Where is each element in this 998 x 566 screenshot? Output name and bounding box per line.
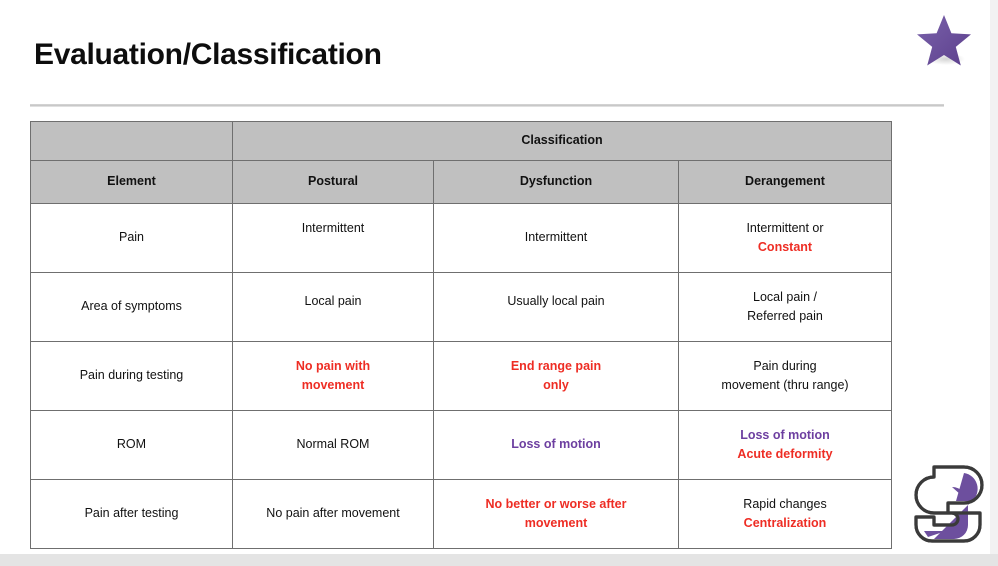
cell-derangement: Local pain / Referred pain [678,272,892,342]
cell-postural: Normal ROM [232,410,434,480]
cell-element: Pain after testing [30,479,233,549]
column-header-dysfunction: Dysfunction [433,160,679,204]
cell-line: Centralization [743,516,827,530]
cell-text-block: Usually local pain [438,292,674,311]
cell-line: movement [524,516,588,530]
title-divider [30,104,944,107]
cell-line: Loss of motion [511,437,601,452]
cell-dysfunction: Usually local pain [433,267,679,337]
cell-line: Pain during [753,358,817,373]
cell-text-block: Local pain / Referred pain [683,288,887,327]
cell-line: Acute deformity [737,447,833,461]
cell-dysfunction: Intermittent [433,203,679,273]
cell-line: movement (thru range) [721,378,849,392]
cell-line: Intermittent or [746,220,824,235]
table-row: Pain during testing No pain with movement E… [30,341,892,411]
cell-dysfunction: Loss of motion [433,410,679,480]
cell-dysfunction: No better or worse after movement [433,479,679,549]
group-header-classification: Classification [232,121,892,161]
cell-text-block: No pain with movement [237,357,429,396]
s-logo-icon [912,463,984,545]
cell-text-block: Intermittent [237,219,429,238]
cell-dysfunction: End range pain only [433,341,679,411]
page-title: Evaluation/Classification [34,38,382,71]
cell-line: Intermittent [301,221,365,236]
cell-postural: No pain after movement [232,479,434,549]
cell-text-block: Loss of motion [438,435,674,454]
column-header-element: Element [30,160,233,204]
cell-text-block: End range pain only [438,357,674,396]
cell-text-block: Intermittent [438,228,674,247]
cell-postural: Local pain [232,267,434,337]
cell-line: End range pain [510,358,602,373]
cell-derangement: Pain during movement (thru range) [678,341,892,411]
page-bottom-edge [0,554,998,566]
cell-text-block: Intermittent or Constant [683,219,887,258]
cell-line: Usually local pain [507,294,605,309]
cell-text-block: Normal ROM [237,435,429,454]
cell-element: Area of symptoms [30,272,233,342]
column-header-postural: Postural [232,160,434,204]
cell-line: Loss of motion [740,427,830,442]
page-right-edge [990,0,998,554]
cell-line: Referred pain [747,309,823,323]
cell-line: No better or worse after [485,496,627,511]
cell-line: Intermittent [524,230,588,245]
column-header-derangement: Derangement [678,160,892,204]
cell-text-block: Pain during movement (thru range) [683,357,887,396]
cell-text-block: Local pain [237,292,429,311]
table-row: Pain after testing No pain after movement… [30,479,892,549]
cell-line: only [543,378,569,392]
table-row: Area of symptoms Local pain Usually local … [30,267,892,342]
cell-line: No pain with [295,358,371,373]
cell-element: ROM [30,410,233,480]
group-header-blank-cell [30,121,233,161]
cell-postural: Intermittent [232,194,434,264]
cell-line: Local pain [304,294,362,309]
cell-derangement: Intermittent or Constant [678,203,892,273]
cell-line: No pain after movement [266,506,400,521]
cell-text-block: No pain after movement [237,504,429,523]
cell-line: Normal ROM [296,437,370,452]
cell-line: movement [301,378,365,392]
star-icon [913,8,975,70]
cell-line: Rapid changes [743,496,827,511]
cell-line: Local pain / [753,289,817,304]
cell-element: Pain [30,203,233,273]
cell-line: Constant [757,240,813,254]
cell-text-block: No better or worse after movement [438,495,674,534]
cell-postural: No pain with movement [232,341,434,411]
table-group-header-row: Classification [30,121,892,161]
cell-element: Pain during testing [30,341,233,411]
